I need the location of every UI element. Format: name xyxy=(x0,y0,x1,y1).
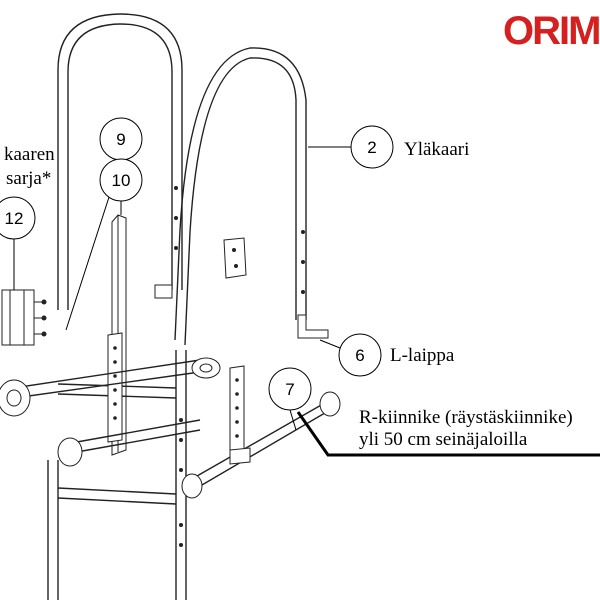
svg-text:10: 10 xyxy=(112,171,131,190)
svg-text:2: 2 xyxy=(367,138,376,157)
callout-6: 6 L-laippa xyxy=(319,333,455,377)
callout-9: 9 xyxy=(65,117,143,331)
callout-10: 10 xyxy=(99,158,143,215)
top-arch-left xyxy=(57,13,183,310)
top-arch-right xyxy=(174,47,307,346)
arch-bracket-set xyxy=(1,289,47,346)
svg-text:12: 12 xyxy=(5,209,24,228)
ladder-lower-section xyxy=(47,350,187,600)
callout-12-label-line1: kaaren xyxy=(4,144,55,165)
wall-leg-right xyxy=(229,365,245,463)
callout-2-label: Yläkaari xyxy=(404,139,469,160)
bracket-left-arch-foot xyxy=(154,186,178,299)
callout-6-label: L-laippa xyxy=(390,345,455,366)
callout-12-label-line2: sarja* xyxy=(6,168,51,189)
callout-7-label-line1: R-kiinnike (räystäskiinnike) xyxy=(359,407,573,428)
callout-7: 7 R-kiinnike (räystäskiinnike) yli 50 cm… xyxy=(268,367,600,457)
callout-12: 12 kaaren sarja* xyxy=(0,144,55,290)
l-flange xyxy=(297,230,329,339)
brand-logo: ORIM xyxy=(503,9,599,53)
callout-2: 2 Yläkaari xyxy=(308,125,469,169)
svg-text:7: 7 xyxy=(285,380,294,399)
bracket-top-middle xyxy=(223,237,247,279)
callout-7-label-line2: yli 50 cm seinäjaloilla xyxy=(359,429,528,450)
wall-leg-left xyxy=(107,332,123,443)
svg-text:6: 6 xyxy=(355,346,364,365)
svg-text:9: 9 xyxy=(116,130,125,149)
